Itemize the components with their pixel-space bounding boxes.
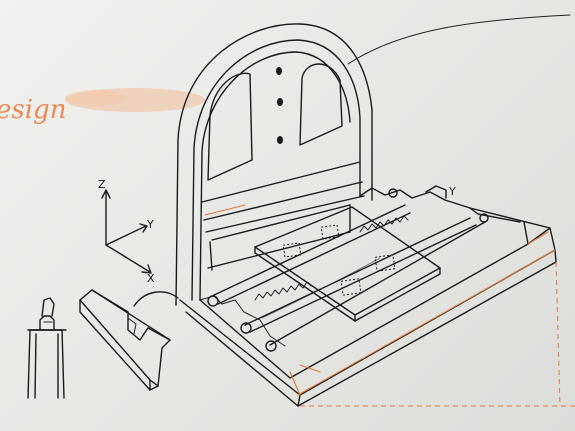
bed-axis-label: Y xyxy=(448,185,456,198)
sliding-plate xyxy=(254,206,441,322)
z-axis-label: Z xyxy=(98,178,106,191)
base-bed xyxy=(179,187,575,407)
guide-curve xyxy=(347,14,571,65)
assembly-arrow xyxy=(133,291,179,307)
front-view-sketch xyxy=(27,297,67,399)
partial-heading: esign xyxy=(0,95,66,125)
axis-indicator: Z Y X xyxy=(98,178,155,285)
rods xyxy=(207,188,489,352)
y-axis-label: Y xyxy=(146,218,154,231)
arched-frame xyxy=(175,23,373,306)
rear-bracket: Y xyxy=(425,185,456,199)
detached-end-block xyxy=(79,289,171,391)
heading-smudge xyxy=(65,88,205,112)
x-axis-label: X xyxy=(147,272,155,285)
